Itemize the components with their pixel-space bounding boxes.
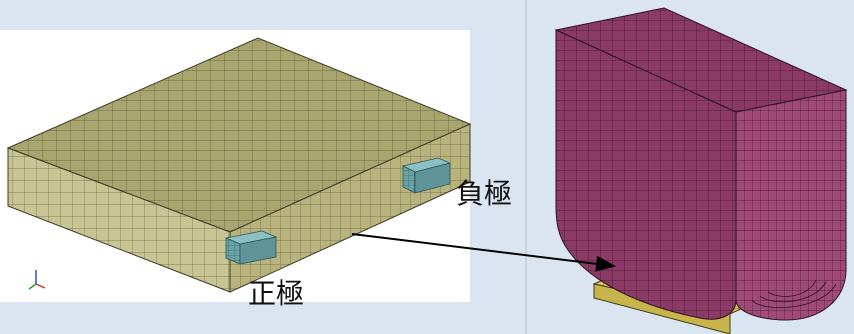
positive-electrode-label: 正極 — [248, 277, 305, 310]
wound-cell-mesh — [554, 7, 848, 321]
connection-arrow — [351, 233, 616, 272]
negative-electrode-label: 負極 — [456, 177, 513, 210]
electrode-tab-positive — [224, 230, 278, 265]
xyz-axis-triad-icon — [28, 270, 46, 290]
electrode-tab-negative — [401, 157, 452, 194]
